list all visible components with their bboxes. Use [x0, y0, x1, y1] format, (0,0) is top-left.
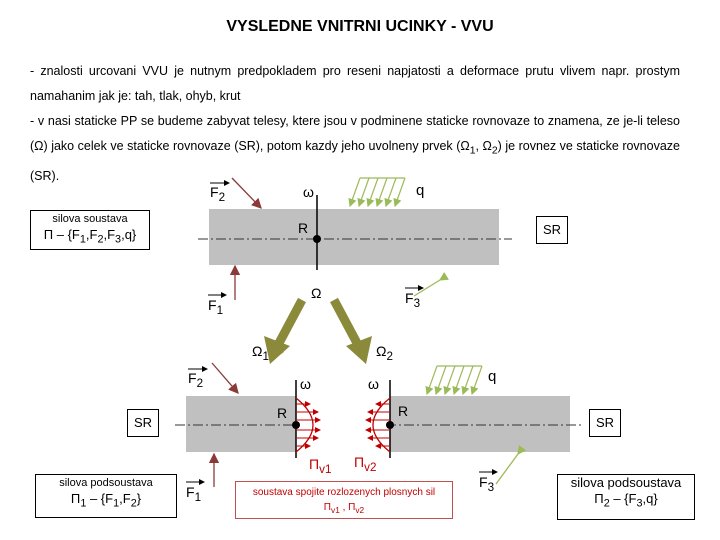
label-pi-v2: Πv2	[354, 454, 377, 474]
beam-part-1	[186, 396, 296, 452]
stress-profile-left	[295, 397, 314, 453]
stress-arrows-right	[365, 401, 390, 449]
label-f1-lower: F1	[186, 484, 202, 504]
point-R-left	[292, 421, 300, 429]
sr-box-right: SR	[589, 409, 621, 437]
distributed-load-q-lower	[425, 365, 483, 396]
label-omega2: Ω2	[376, 343, 393, 363]
box-subsystem-2: silova podsoustava Π2 – {F3,q}	[557, 474, 695, 520]
label-r: R	[298, 220, 309, 236]
point-R	[313, 235, 321, 243]
page-title: VYSLEDNE VNITRNI UCINKY - VVU	[226, 18, 494, 35]
label-q: q	[416, 182, 425, 199]
label-omega-small: ω	[303, 184, 314, 200]
distributed-load-q	[348, 177, 406, 208]
point-R-right	[386, 421, 394, 429]
label-r-right: R	[398, 403, 409, 419]
label-r-left: R	[277, 405, 288, 421]
paragraph-intro: - znalosti urcovani VVU je nutnym predpo…	[30, 64, 680, 103]
box-force-system: silova soustava Π – {F1,F2,F3,q}	[30, 210, 150, 250]
stress-profile-right	[372, 397, 391, 453]
force-f3-arrow-lower	[495, 445, 527, 485]
paragraph-statics: - v nasi staticke PP se budeme zabyvat t…	[30, 114, 680, 183]
box-subsystem-1: silova podsoustava Π1 – {F1,F2}	[35, 474, 177, 518]
label-q-lower: q	[488, 368, 497, 385]
sr-box-left: SR	[127, 409, 159, 437]
label-f2: F2	[210, 184, 226, 204]
label-omega1: Ω1	[252, 343, 269, 363]
beam-part-2	[390, 396, 570, 452]
label-omega: Ω	[311, 285, 322, 301]
label-omega-right: ω	[368, 376, 379, 392]
force-f2-arrow	[231, 177, 262, 209]
force-f3-arrow	[413, 272, 450, 297]
force-f2-arrow-lower	[211, 362, 239, 394]
label-omega-left: ω	[300, 376, 311, 392]
split-arrow-right	[330, 297, 372, 364]
box-planar-forces: soustava spojite rozlozenych plosnych si…	[235, 481, 453, 519]
label-f3: F3	[405, 290, 421, 310]
sr-box-top: SR	[536, 216, 568, 244]
label-f3-lower: F3	[479, 474, 495, 494]
label-f2-lower: F2	[188, 370, 204, 390]
stress-arrows-left	[296, 401, 321, 449]
split-arrow-left	[264, 297, 306, 364]
label-f1: F1	[208, 297, 224, 317]
beam-whole	[209, 209, 499, 265]
label-pi-v1: Πv1	[309, 456, 332, 476]
